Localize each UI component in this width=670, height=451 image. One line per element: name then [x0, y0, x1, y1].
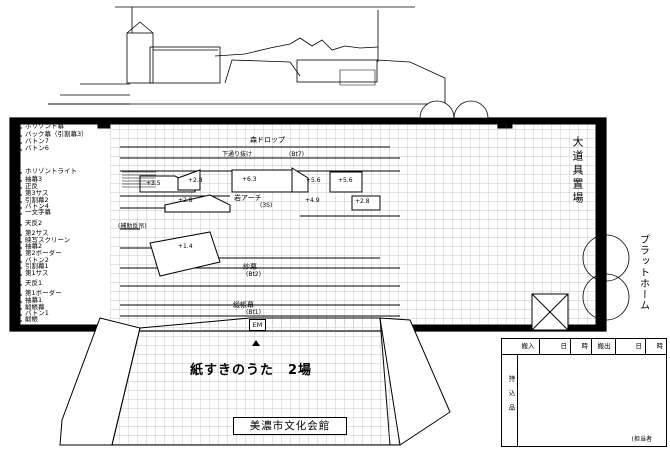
apron [59, 317, 451, 446]
load-out-time: 時 [656, 342, 664, 350]
form-note: (担当者 [631, 436, 652, 443]
batten-label: バトン1 [25, 309, 49, 317]
items-label: 持込品 [507, 375, 515, 419]
elevation-view [48, 6, 446, 105]
batten-label: 引割幕1 [25, 262, 49, 270]
batten-label: バトン2 [25, 256, 49, 264]
hall-name: 美濃市文化会館 [233, 417, 347, 435]
batten-ticks [12, 127, 22, 322]
form-side: 持込品 [502, 355, 518, 446]
batten-label: ホリゾントライト [25, 167, 77, 175]
height-mark: +5.6 [306, 177, 321, 184]
batten-label: 正反 [25, 182, 38, 190]
arch-batten-label: (3S) [260, 202, 273, 209]
batten-label: 第1サス [25, 269, 49, 277]
batten-label: ホリゾント幕 [25, 122, 64, 130]
batten-label: 袖幕1 [25, 296, 43, 304]
batten-label: 第2サス [25, 229, 49, 237]
scenery-store-text: 大道具置場 [570, 136, 584, 206]
bt7-label: (Bt7) [289, 151, 304, 158]
scenery-store-label: 大道具置場 [569, 136, 584, 206]
platform-text: プラットホーム [637, 234, 649, 311]
batten-label: バトン7 [25, 137, 49, 145]
batten-label: 袖幕3 [25, 175, 43, 183]
height-mark: +5.6 [338, 177, 353, 184]
platform-doors [582, 210, 630, 321]
batten-label: 第1ボーダー [25, 289, 62, 297]
batten-label: 袖幕2 [25, 242, 43, 250]
scene-title: 紙すきのうた 2場 [190, 363, 313, 378]
height-mark: +2.8 [355, 198, 370, 205]
stage-grid [110, 124, 596, 325]
height-mark: +1.4 [178, 243, 193, 250]
arch-label: 岩アーチ [234, 194, 262, 202]
load-out-label: 搬出 [593, 339, 616, 354]
batten-label: 第3サス [25, 189, 49, 197]
reed-label: (補助反吊) [118, 223, 147, 230]
load-in-time: 時 [572, 339, 592, 354]
height-mark: +2.8 [178, 197, 193, 204]
height-mark: +6.3 [242, 176, 257, 183]
batten-label: 引割幕2 [25, 196, 49, 204]
set-pieces [139, 167, 569, 331]
height-mark: +4.9 [305, 197, 320, 204]
height-mark: +2.8 [188, 177, 203, 184]
platform-label: プラットホーム [635, 234, 649, 311]
stair-marks [122, 171, 156, 188]
exit-sign: EM [249, 319, 266, 331]
batten-label: 天反1 [25, 279, 43, 287]
batten-label: バック幕（引割幕3） [25, 130, 88, 138]
gauze-batten-label: (Bt2) [246, 271, 261, 278]
batten-label: 天反2 [25, 219, 43, 227]
batten-label: バトン4 [25, 202, 49, 210]
height-mark: +3.5 [146, 180, 161, 187]
load-in-label: 搬入 [517, 339, 540, 354]
batten-label: 緞帳幕 [25, 303, 45, 311]
curtain-line-label: 緞帳幕 [233, 301, 254, 309]
load-in-form: 搬入 日 時 搬出 日 時 持込品 (担当者 [501, 338, 667, 447]
center-marker [252, 340, 260, 346]
batten-label: バトン6 [25, 144, 49, 152]
batten-label: 第2ボーダー [25, 249, 62, 257]
load-in-day: 日 [540, 339, 571, 354]
batten-label: 一文字幕 [25, 208, 51, 216]
backdrop-label: 森ドロップ [250, 136, 285, 144]
hanging-rig-label: 下通り抜け [222, 151, 253, 158]
batten-label: 映写スクリーン [25, 236, 71, 244]
batten-label: 緞帳 [25, 315, 38, 323]
curtain-batten-label: (Bt1) [246, 309, 261, 316]
rear-doors [419, 100, 489, 119]
form-header: 搬入 日 時 搬出 日 時 [502, 339, 666, 355]
gauze-label: 紗幕 [243, 263, 257, 271]
load-out-day: 日 [616, 339, 646, 354]
